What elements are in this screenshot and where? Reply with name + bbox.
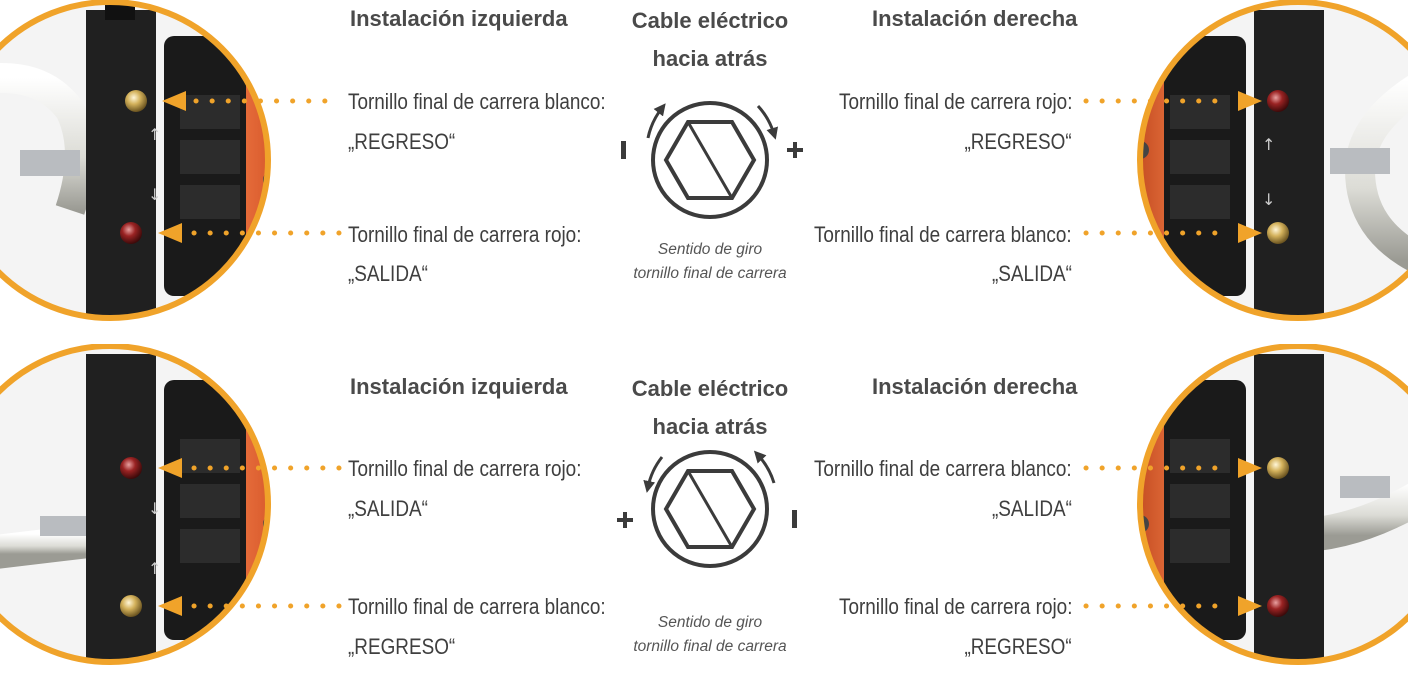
center-heading-line2: hacia atrás [652,46,768,71]
right-label-2-line1: Tornillo final de carrera blanco: [814,222,1072,247]
right-label-1-line2: „SALIDA“ [992,496,1072,521]
right-orange-ring [1137,344,1408,665]
right-label-2-line2: „SALIDA“ [992,261,1072,286]
plus-icon [787,142,803,158]
caption-line1: Sentido de giro [657,614,763,631]
rotate-arrow-icon [643,456,664,493]
right-label-1-line1: Tornillo final de carrera rojo: [838,89,1072,114]
left-orange-ring [0,0,271,321]
center-heading-line1: Cable eléctrico [631,8,789,33]
svg-text:↓: ↓ [1262,190,1275,209]
panel-top-artwork: ↑ ↓ ↑ ↓ [0,0,1408,321]
right-label-1-line1: Tornillo final de carrera blanco: [814,456,1072,481]
left-label-1-line2: „REGRESO“ [348,129,456,154]
motor-photo-right [1140,346,1408,662]
minus-icon [621,141,626,159]
right-orange-ring [1137,0,1408,321]
white-screw [125,90,147,112]
left-pointer-2 [158,223,343,243]
left-label-1-line1: Tornillo final de carrera blanco: [348,89,606,114]
right-label-2-line1: Tornillo final de carrera rojo: [838,594,1072,619]
hex-screw-icon [651,101,769,219]
right-pointer-2 [1083,596,1262,616]
panel-bottom-artwork: ↓ ↑ [0,344,1408,665]
panel-bottom: ↓ ↑ [0,344,1408,688]
red-screw [1267,90,1289,112]
svg-text:↓: ↓ [148,185,161,204]
motor-photo-left: ↓ ↑ [0,346,268,662]
left-pointer-2 [158,596,343,616]
left-heading: Instalación izquierda [350,6,568,31]
white-screw [1267,222,1289,244]
right-pointer-1 [1083,91,1262,111]
red-screw [120,457,142,479]
left-label-2-line2: „REGRESO“ [348,634,456,659]
left-orange-ring [0,344,271,665]
left-label-2-line1: Tornillo final de carrera blanco: [348,594,606,619]
caption-line2: tornillo final de carrera [633,638,787,655]
rotate-arrow-icon [753,450,776,484]
white-screw [120,595,142,617]
plus-icon [617,512,633,528]
left-label-2-line1: Tornillo final de carrera rojo: [348,222,582,247]
right-label-1-line2: „REGRESO“ [964,129,1072,154]
right-label-2-line2: „REGRESO“ [964,634,1072,659]
right-pointer-1 [1083,458,1262,478]
motor-photo-right: ↑ ↓ [1140,2,1408,318]
red-screw [120,222,142,244]
right-pointer-2 [1083,223,1262,243]
white-screw [1267,457,1289,479]
svg-text:↑: ↑ [148,559,161,578]
svg-text:↑: ↑ [148,125,161,144]
svg-text:↓: ↓ [148,499,161,518]
svg-text:↑: ↑ [1262,135,1275,154]
right-heading: Instalación derecha [872,6,1078,31]
hex-screw-icon [651,450,769,568]
right-heading: Instalación derecha [872,374,1078,399]
minus-icon [792,510,797,528]
left-label-2-line2: „SALIDA“ [348,261,428,286]
caption-line2: tornillo final de carrera [633,265,787,282]
left-label-1-line1: Tornillo final de carrera rojo: [348,456,582,481]
caption-line1: Sentido de giro [657,241,763,258]
rotate-arrow-icon [756,104,779,140]
left-label-1-line2: „SALIDA“ [348,496,428,521]
center-heading-line1: Cable eléctrico [631,376,789,401]
red-screw [1267,595,1289,617]
left-pointer-1 [158,458,343,478]
panel-top: ↑ ↓ ↑ ↓ [0,0,1408,321]
motor-photo-left: ↑ ↓ [0,2,268,318]
left-pointer-1 [162,91,343,111]
center-heading-line2: hacia atrás [652,414,768,439]
rotate-arrow-icon [646,103,666,139]
left-heading: Instalación izquierda [350,374,568,399]
